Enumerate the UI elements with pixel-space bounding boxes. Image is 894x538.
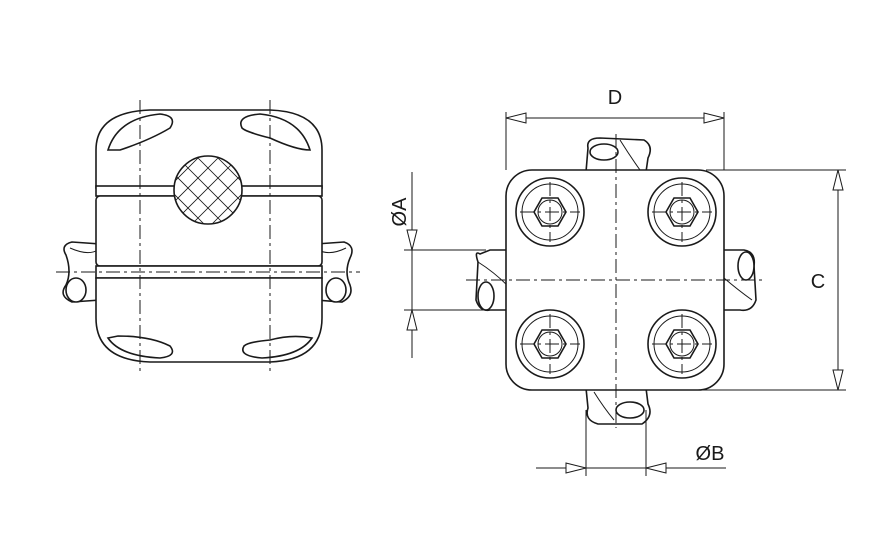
side-view-top-cap — [95, 109, 323, 189]
dimension-c — [676, 169, 846, 391]
side-view — [56, 100, 360, 374]
top-view — [466, 134, 764, 428]
dimension-a-label: ØA — [389, 197, 411, 227]
top-view-cable-bottom — [585, 387, 651, 425]
side-view-bottom-cap — [95, 277, 323, 363]
dimension-b — [536, 410, 726, 476]
dimension-c-label: C — [811, 271, 825, 293]
dimension-d — [505, 112, 725, 170]
top-view-cable-right — [721, 249, 757, 312]
top-view-cable-left — [475, 249, 511, 312]
dimension-a — [404, 172, 486, 358]
side-view-rod-section — [173, 155, 243, 225]
dimension-d-label: D — [608, 87, 622, 109]
dimension-b-label: ØB — [696, 443, 725, 465]
top-view-cable-top — [585, 137, 652, 173]
